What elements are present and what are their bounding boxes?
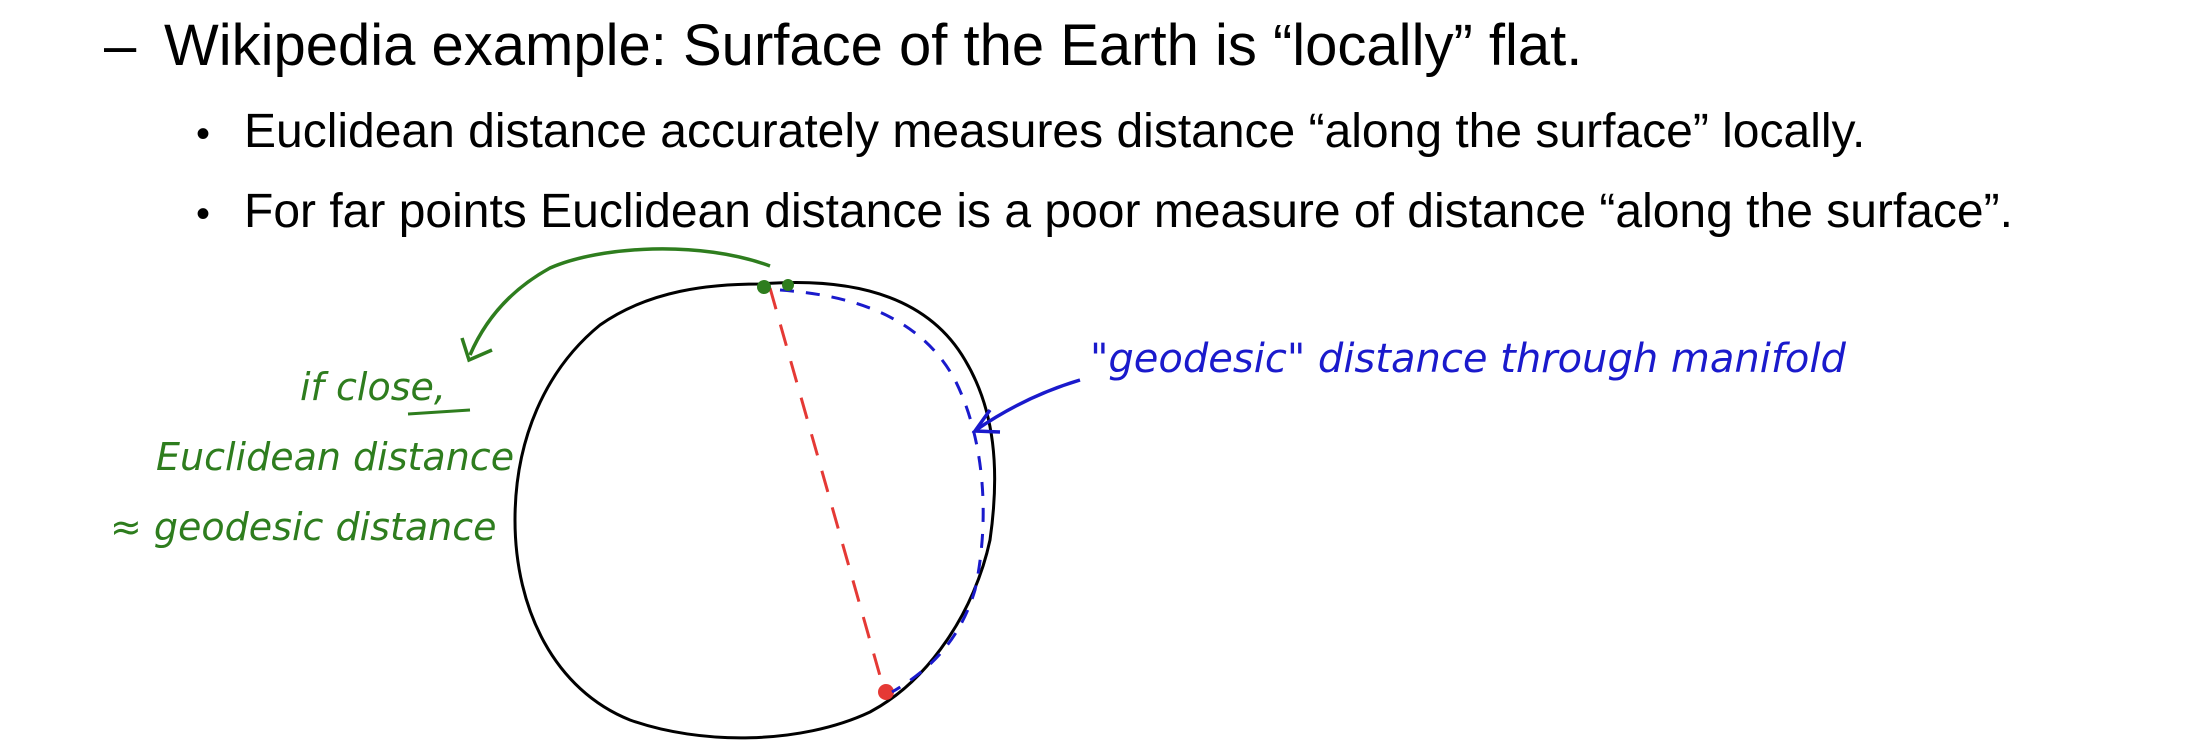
blue-arrow bbox=[975, 378, 1081, 432]
geodesic-path bbox=[779, 288, 985, 694]
bullet-text: For far points Euclidean distance is a p… bbox=[244, 185, 2013, 238]
bullet-marker: • bbox=[196, 192, 211, 236]
earth-circle bbox=[513, 281, 997, 740]
green-note-line-1: if close, bbox=[300, 365, 446, 409]
green-arrowhead bbox=[460, 337, 493, 363]
heading-text: Wikipedia example: Surface of the Earth … bbox=[164, 13, 1583, 78]
green-note-line-3: ≈ geodesic distance bbox=[110, 505, 497, 549]
geodesic-label: "geodesic" distance through manifold bbox=[1090, 336, 1847, 382]
euclidean-line bbox=[768, 287, 886, 691]
near-point-2 bbox=[782, 279, 794, 291]
close-underline bbox=[407, 408, 471, 416]
blue-arrowhead bbox=[971, 408, 1001, 434]
green-arrow bbox=[468, 247, 771, 356]
bullet-text: Euclidean distance accurately measures d… bbox=[244, 105, 1866, 158]
bullet-item-2: • For far points Euclidean distance is a … bbox=[196, 180, 2013, 246]
dash-marker: – bbox=[104, 13, 137, 78]
heading-line: –Wikipedia example: Surface of the Earth… bbox=[104, 8, 1582, 84]
bullet-marker: • bbox=[196, 112, 211, 156]
near-point-1 bbox=[757, 280, 771, 294]
far-point bbox=[878, 684, 894, 700]
green-note-line-2: Euclidean distance bbox=[156, 435, 514, 479]
bullet-item-1: • Euclidean distance accurately measures … bbox=[196, 100, 1865, 166]
